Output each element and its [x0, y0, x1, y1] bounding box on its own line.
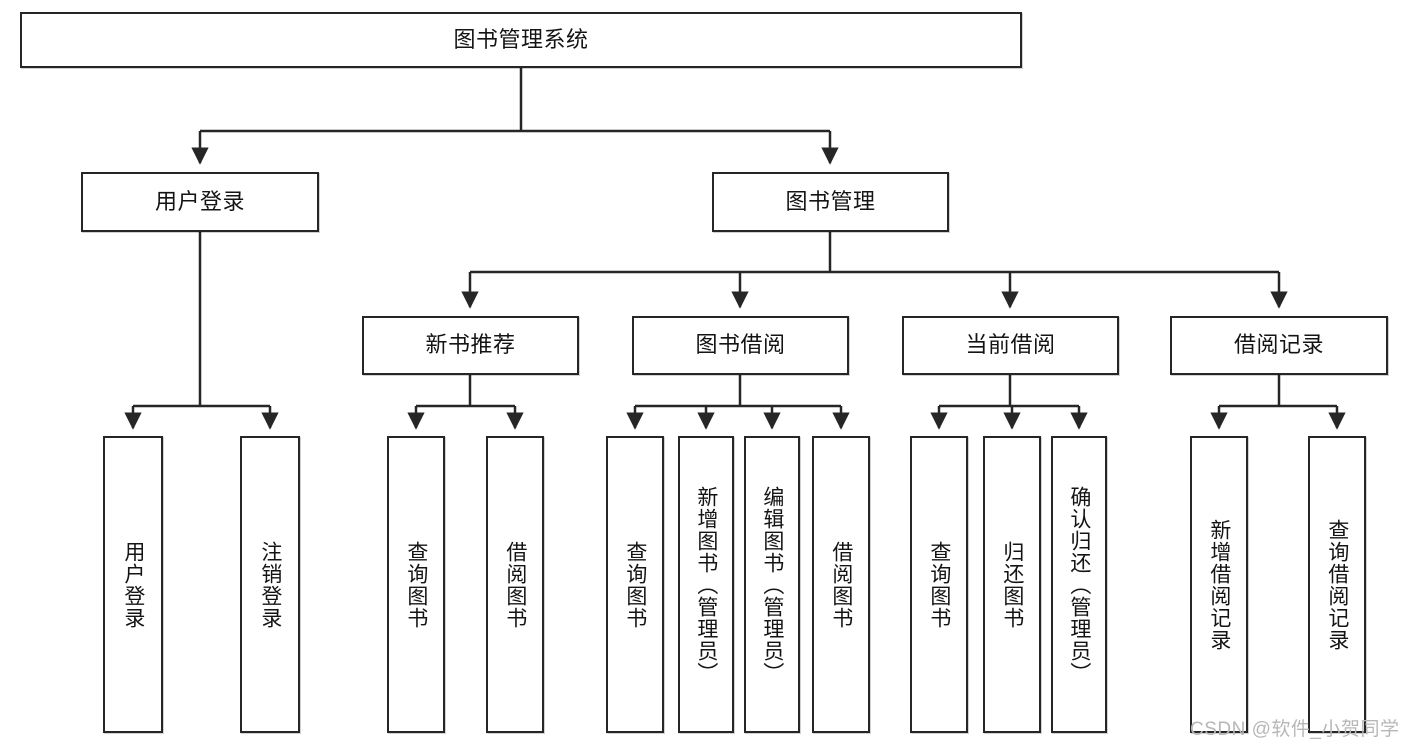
node-leaf-confirm-return-label: 确认归还（管理员）	[1067, 485, 1091, 684]
node-leaf-add-book[interactable]: 新增图书（管理员）	[678, 436, 734, 733]
node-leaf-query-book-3[interactable]: 查询图书	[910, 436, 968, 733]
node-borrow-record-label: 借阅记录	[1233, 332, 1324, 358]
node-current-borrow-label: 当前借阅	[965, 332, 1056, 358]
node-book-manage[interactable]: 图书管理	[712, 172, 949, 232]
node-leaf-add-record-label: 新增借阅记录	[1207, 518, 1231, 651]
csdn-watermark: CSDN @软件_小贺同学	[1190, 719, 1400, 740]
node-borrow-record[interactable]: 借阅记录	[1170, 316, 1388, 375]
node-leaf-return-book[interactable]: 归还图书	[983, 436, 1041, 733]
node-root-label: 图书管理系统	[453, 26, 589, 52]
node-leaf-query-book-1[interactable]: 查询图书	[387, 436, 445, 733]
node-leaf-query-book-3-label: 查询图书	[927, 540, 951, 629]
node-new-book-recommend-label: 新书推荐	[425, 332, 516, 358]
node-leaf-query-book-2-label: 查询图书	[623, 540, 647, 629]
node-leaf-confirm-return[interactable]: 确认归还（管理员）	[1051, 436, 1107, 733]
node-leaf-add-record[interactable]: 新增借阅记录	[1190, 436, 1248, 733]
node-leaf-add-book-label: 新增图书（管理员）	[694, 485, 718, 684]
node-leaf-borrow-book-2-label: 借阅图书	[829, 540, 853, 629]
node-leaf-logout-label: 注销登录	[258, 540, 282, 629]
node-leaf-user-login[interactable]: 用户登录	[103, 436, 163, 733]
node-leaf-user-login-label: 用户登录	[121, 540, 145, 629]
node-book-manage-label: 图书管理	[785, 188, 876, 214]
node-book-borrow[interactable]: 图书借阅	[632, 316, 849, 375]
node-leaf-borrow-book-1-label: 借阅图书	[503, 540, 527, 629]
node-leaf-query-record-label: 查询借阅记录	[1325, 518, 1349, 651]
node-leaf-borrow-book-2[interactable]: 借阅图书	[812, 436, 870, 733]
node-leaf-query-book-1-label: 查询图书	[404, 540, 428, 629]
node-leaf-return-book-label: 归还图书	[1000, 540, 1024, 629]
node-leaf-edit-book[interactable]: 编辑图书（管理员）	[744, 436, 800, 733]
node-leaf-borrow-book-1[interactable]: 借阅图书	[486, 436, 544, 733]
node-new-book-recommend[interactable]: 新书推荐	[362, 316, 579, 375]
node-leaf-edit-book-label: 编辑图书（管理员）	[760, 485, 784, 684]
node-leaf-query-record[interactable]: 查询借阅记录	[1308, 436, 1366, 733]
node-user-login-label: 用户登录	[154, 188, 245, 214]
node-root[interactable]: 图书管理系统	[20, 12, 1022, 68]
node-user-login[interactable]: 用户登录	[81, 172, 319, 232]
node-leaf-logout[interactable]: 注销登录	[240, 436, 300, 733]
node-current-borrow[interactable]: 当前借阅	[902, 316, 1119, 375]
node-leaf-query-book-2[interactable]: 查询图书	[606, 436, 664, 733]
node-book-borrow-label: 图书借阅	[695, 332, 786, 358]
